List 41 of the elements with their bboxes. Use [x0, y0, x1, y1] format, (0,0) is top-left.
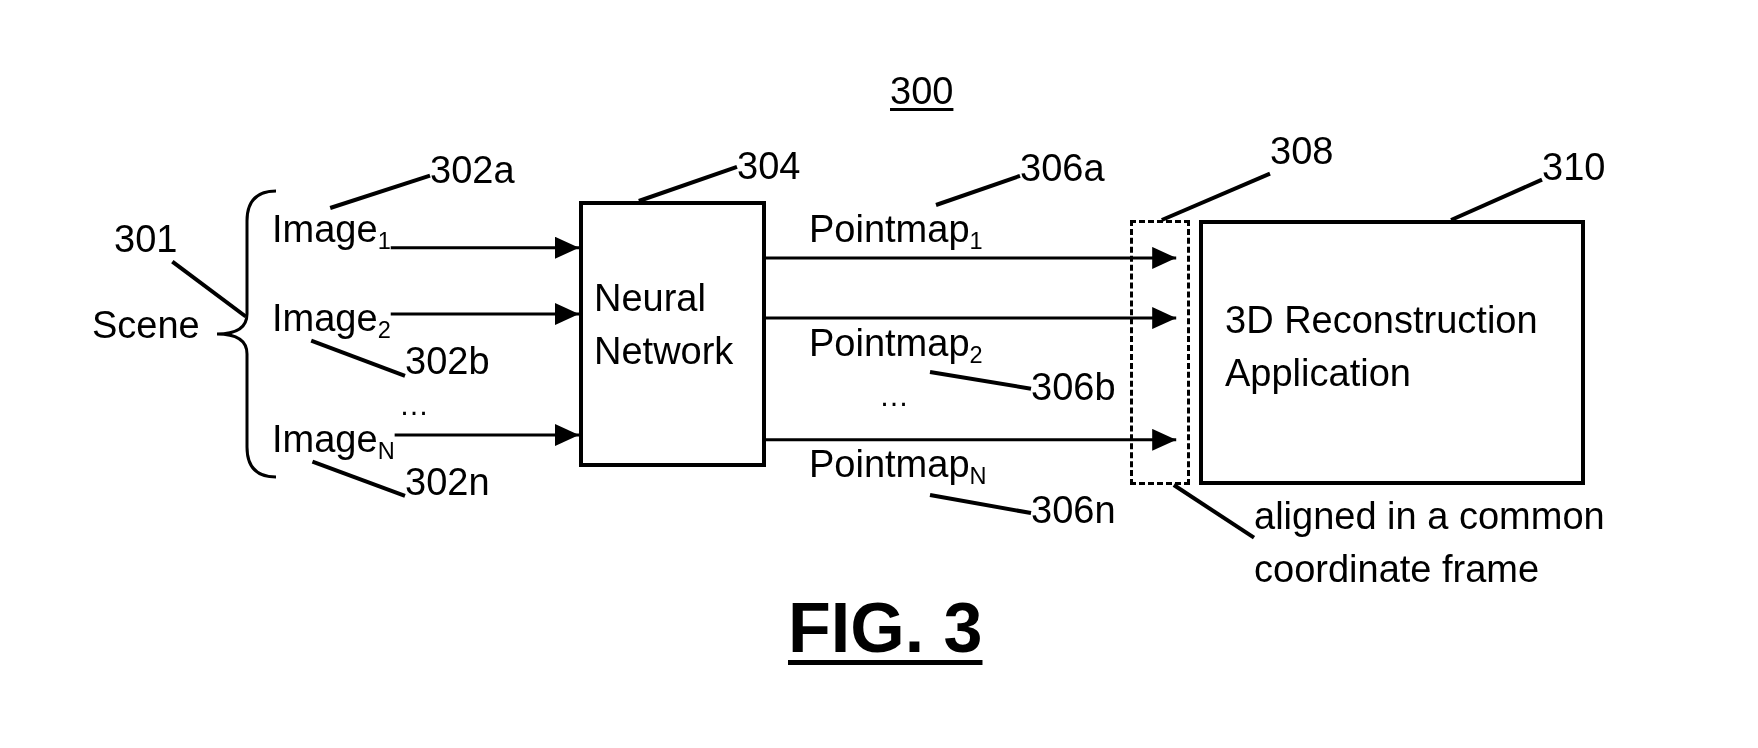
leader-line	[310, 338, 406, 378]
leader-line	[1450, 177, 1543, 222]
input-label: Image$_{1}$	[272, 208, 391, 252]
reference-numeral: 300	[890, 70, 954, 114]
reference-numeral: 301	[114, 218, 178, 262]
leader-line	[171, 260, 247, 319]
arrow	[394, 424, 579, 447]
ellipsis: …	[399, 388, 429, 423]
reference-numeral: 302a	[430, 149, 515, 193]
ellipsis: …	[879, 379, 909, 414]
arrow	[766, 428, 1177, 451]
arrow	[766, 246, 1177, 269]
leader-line	[929, 493, 1032, 515]
reference-numeral: 308	[1270, 130, 1334, 174]
reference-numeral: 302n	[405, 461, 490, 505]
input-label: Image$_{N}$	[272, 418, 395, 462]
leader-line	[1172, 483, 1256, 540]
leader-line	[929, 370, 1032, 391]
reference-numeral: 304	[737, 145, 801, 189]
reference-numeral: 310	[1542, 146, 1606, 190]
reference-numeral: 306n	[1031, 489, 1116, 533]
figure-caption: FIG. 3	[788, 588, 983, 669]
reference-numeral: 302b	[405, 340, 490, 384]
arrow	[390, 236, 579, 259]
box-label: 3D Reconstruction Application	[1225, 298, 1539, 396]
brace-label: Scene	[92, 304, 200, 348]
leader-line	[935, 173, 1021, 207]
input-label: Image$_{2}$	[272, 297, 391, 341]
leader-line	[1161, 171, 1271, 222]
annotation-text: aligned in a common coordinate frame	[1254, 490, 1654, 596]
process-box	[579, 201, 766, 467]
leader-line	[311, 459, 406, 498]
leader-line	[329, 173, 431, 210]
dashed-box	[1130, 220, 1190, 485]
box-label: Neural Network	[594, 276, 735, 374]
reference-numeral: 306a	[1020, 147, 1105, 191]
arrow	[390, 303, 579, 326]
leader-line	[638, 164, 738, 203]
arrow	[766, 307, 1177, 330]
process-box	[1199, 220, 1585, 485]
reference-numeral: 306b	[1031, 366, 1116, 410]
